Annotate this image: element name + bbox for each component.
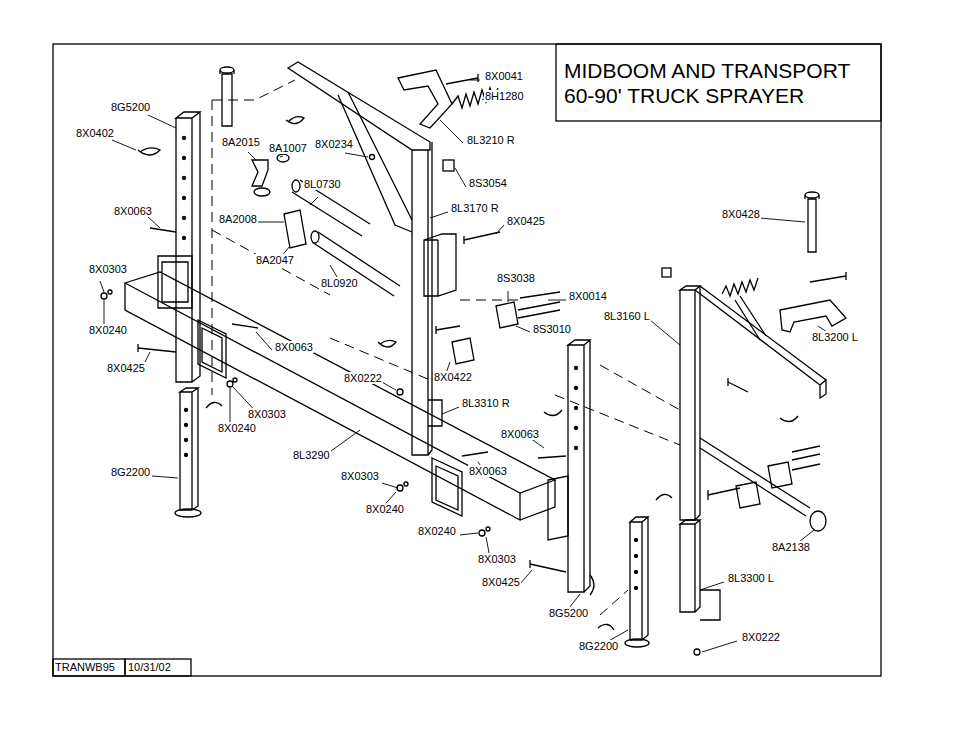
- callout-number: 8A2015: [221, 136, 261, 148]
- callout-number: 8X0063: [274, 341, 314, 353]
- callout-number: 8L3200 L: [811, 331, 859, 343]
- callout-number: 8X0303: [340, 470, 380, 482]
- callout-number: 8L3300 L: [727, 572, 775, 584]
- callout-number: 8S3038: [496, 272, 536, 284]
- callout-number: 8L3170 R: [450, 202, 500, 214]
- callout-number: 8X0425: [506, 215, 546, 227]
- callout-number: 8A2008: [218, 213, 258, 225]
- callout-number: 8X0222: [741, 631, 781, 643]
- callout-number: 8L3160 L: [603, 310, 651, 322]
- callout-number: 8X0303: [88, 263, 128, 275]
- callout-number: 8X0063: [113, 205, 153, 217]
- drawing-id-cell: TRANWB95: [55, 660, 115, 675]
- callout-number: 8X0234: [314, 138, 354, 150]
- callout-number: 8X0303: [477, 553, 517, 565]
- callout-number: 8X0014: [568, 290, 608, 302]
- callout-number: 8X0041: [484, 70, 524, 82]
- callout-number: 8X0422: [433, 371, 473, 383]
- callout-number: 8L3310 R: [461, 397, 511, 409]
- callout-number: 8G5200: [548, 607, 589, 619]
- callout-number: 8X0222: [343, 372, 383, 384]
- callout-number: 8S3054: [468, 177, 508, 189]
- callout-number: 8G2200: [578, 640, 619, 652]
- callout-number: 8X0063: [468, 465, 508, 477]
- callout-number: 8A2047: [255, 254, 295, 266]
- callout-number: 8H1280: [484, 90, 525, 102]
- drawing-title: MIDBOOM AND TRANSPORT 60-90' TRUCK SPRAY…: [564, 58, 874, 108]
- callout-number: 8A2138: [771, 541, 811, 553]
- drawing-id-cell: 10/31/02: [128, 660, 171, 675]
- callout-number: 8X0303: [247, 408, 287, 420]
- callout-number: 8L3290: [292, 449, 331, 461]
- callout-number: 8X0240: [88, 324, 128, 336]
- callout-number: 8X0425: [481, 576, 521, 588]
- callout-number: 8A1007: [268, 142, 308, 154]
- callout-number: 8X0425: [106, 362, 146, 374]
- callout-number: 8X0428: [721, 208, 761, 220]
- callout-number: 8L0920: [320, 277, 359, 289]
- callout-number: 8X0240: [417, 525, 457, 537]
- callout-number: 8G2200: [110, 466, 151, 478]
- callout-number: 8L0730: [303, 178, 342, 190]
- callout-number: 8X0240: [365, 503, 405, 515]
- callout-number: 8G5200: [110, 101, 151, 113]
- callout-number: 8X0063: [500, 428, 540, 440]
- callout-number: 8X0240: [217, 422, 257, 434]
- callout-number: 8S3010: [532, 323, 572, 335]
- callout-number: 8L3210 R: [466, 134, 516, 146]
- callout-number: 8X0402: [75, 127, 115, 139]
